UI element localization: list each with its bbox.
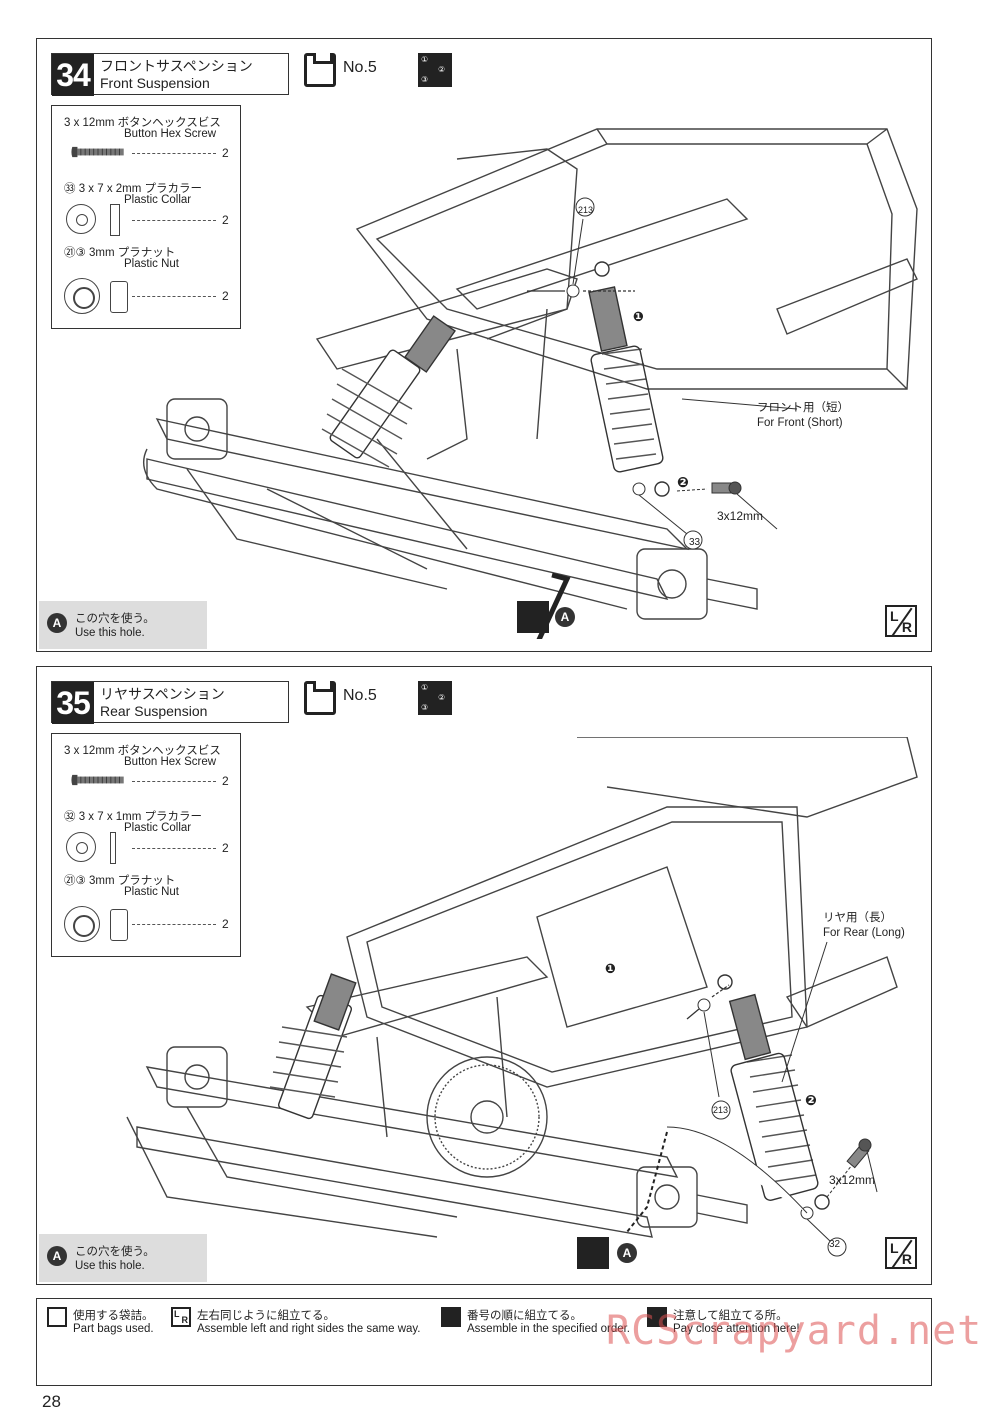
attention-icon: [647, 1307, 667, 1327]
shock-callout-en: For Rear (Long): [823, 927, 905, 939]
step-marker-1: ❶: [633, 309, 645, 324]
part-name-jp: ㉜ 3 x 7 x 1mm プラカラー: [64, 811, 203, 823]
part-name-jp: ㉑③ 3mm プラナット: [64, 875, 176, 887]
plastic-nut-side-icon: [110, 281, 128, 313]
attention-hand-icon: [577, 1237, 609, 1269]
parts-list: 3 x 12mm ボタンヘックスビス Button Hex Screw 2 ㉝ …: [51, 105, 241, 329]
dash-line: [132, 220, 216, 221]
part-qty: 2: [222, 213, 229, 227]
step-header: 35 リヤサスペンション Rear Suspension: [51, 681, 289, 724]
step-title-en: Rear Suspension: [100, 703, 208, 719]
legend-text-en: Assemble left and right sides the same w…: [197, 1323, 421, 1335]
part-qty: 2: [222, 841, 229, 855]
part-name-jp: 3 x 12mm ボタンヘックスビス: [64, 745, 221, 757]
step-marker-1: ❶: [605, 961, 617, 976]
shock-callout-jp: フロント用（短）: [757, 402, 849, 414]
use-this-hole-note: A この穴を使う。 Use this hole.: [39, 1234, 207, 1282]
step-number: 35: [52, 682, 94, 724]
hint-text-jp: この穴を使う。: [75, 613, 155, 625]
shock-callout: リヤ用（長） For Rear (Long): [823, 911, 905, 941]
screw-size-label: 3x12mm: [829, 1173, 876, 1187]
bag-label: No.5: [343, 687, 377, 704]
hint-badge: A: [47, 613, 67, 633]
part-tag-nut: 213: [713, 1105, 729, 1115]
plastic-collar-side-icon: [110, 832, 116, 864]
step-header: 34 フロントサスペンション Front Suspension: [51, 53, 289, 96]
step-marker-2: ❷: [805, 1092, 817, 1108]
step-number: 34: [52, 54, 94, 96]
part-name-en: Plastic Nut: [124, 886, 179, 898]
dash-line: [132, 296, 216, 297]
rear-suspension-diagram: [126, 737, 918, 1257]
watermark: RCScrapyard.net: [606, 1308, 983, 1354]
hole-marker-a: A: [617, 1243, 637, 1263]
bag-icon: [47, 1307, 67, 1327]
part-name-en: Plastic Collar: [124, 194, 192, 206]
parts-list: 3 x 12mm ボタンヘックスビス Button Hex Screw 2 ㉜ …: [51, 733, 241, 957]
part-qty: 2: [222, 289, 229, 303]
part-name-en: Button Hex Screw: [124, 128, 217, 140]
shock-callout: フロント用（短） For Front (Short): [757, 401, 849, 431]
part-name-jp: 3 x 12mm ボタンヘックスビス: [64, 117, 221, 129]
bag-icon: [304, 53, 336, 87]
bag-icon: [304, 681, 336, 715]
legend-text-jp: 注意して組立てる所。: [673, 1310, 788, 1322]
part-qty: 2: [222, 917, 229, 931]
plastic-collar-icon: [66, 832, 96, 862]
part-qty: 2: [222, 146, 229, 160]
legend-text-jp: 左右同じように組立てる。: [197, 1310, 335, 1322]
hint-text-en: Use this hole.: [75, 1260, 145, 1272]
dash-line: [132, 924, 216, 925]
legend-text-en: Pay close attention here!: [673, 1323, 800, 1335]
legend-text-jp: 使用する袋詰。: [73, 1310, 154, 1322]
bag-label: No.5: [343, 59, 377, 76]
dash-line: [132, 153, 216, 154]
part-name-en: Plastic Collar: [124, 822, 192, 834]
part-qty: 2: [222, 774, 229, 788]
part-name-en: Button Hex Screw: [124, 756, 217, 768]
part-name-jp: ㉝ 3 x 7 x 2mm プラカラー: [64, 183, 203, 195]
part-tag-nut: 213: [578, 205, 594, 215]
shock-callout-jp: リヤ用（長）: [823, 912, 892, 924]
hint-badge: A: [47, 1246, 67, 1266]
use-this-hole-note: A この穴を使う。 Use this hole.: [39, 601, 207, 649]
part-tag-collar: 33: [689, 537, 701, 548]
front-suspension-diagram: [143, 128, 918, 639]
plastic-nut-side-icon: [110, 909, 128, 941]
order-icon: [441, 1307, 461, 1327]
shock-callout-en: For Front (Short): [757, 417, 843, 429]
legend-text-en: Assemble in the specified order.: [467, 1323, 631, 1335]
hole-marker-a: A: [555, 607, 575, 627]
hint-text-en: Use this hole.: [75, 627, 145, 639]
plastic-collar-side-icon: [110, 204, 120, 236]
legend-text-en: Part bags used.: [73, 1323, 154, 1335]
button-hex-screw-icon: [71, 146, 124, 158]
plastic-collar-icon: [66, 204, 96, 234]
screw-size-label: 3x12mm: [717, 509, 764, 523]
dash-line: [132, 781, 216, 782]
button-hex-screw-icon: [71, 774, 124, 786]
legend-text-jp: 番号の順に組立てる。: [467, 1310, 582, 1322]
attention-hand-icon: [517, 601, 549, 633]
part-tag-collar: 32: [829, 1239, 841, 1250]
hint-text-jp: この穴を使う。: [75, 1246, 155, 1258]
page-number: 28: [42, 1392, 61, 1411]
plastic-nut-icon: [64, 278, 100, 314]
part-name-jp: ㉑③ 3mm プラナット: [64, 247, 176, 259]
step-title-en: Front Suspension: [100, 75, 210, 91]
step-title-jp: リヤサスペンション: [100, 686, 225, 702]
part-name-en: Plastic Nut: [124, 258, 179, 270]
step-title-jp: フロントサスペンション: [100, 58, 253, 74]
step-marker-2: ❷: [677, 474, 689, 490]
plastic-nut-icon: [64, 906, 100, 942]
dash-line: [132, 848, 216, 849]
